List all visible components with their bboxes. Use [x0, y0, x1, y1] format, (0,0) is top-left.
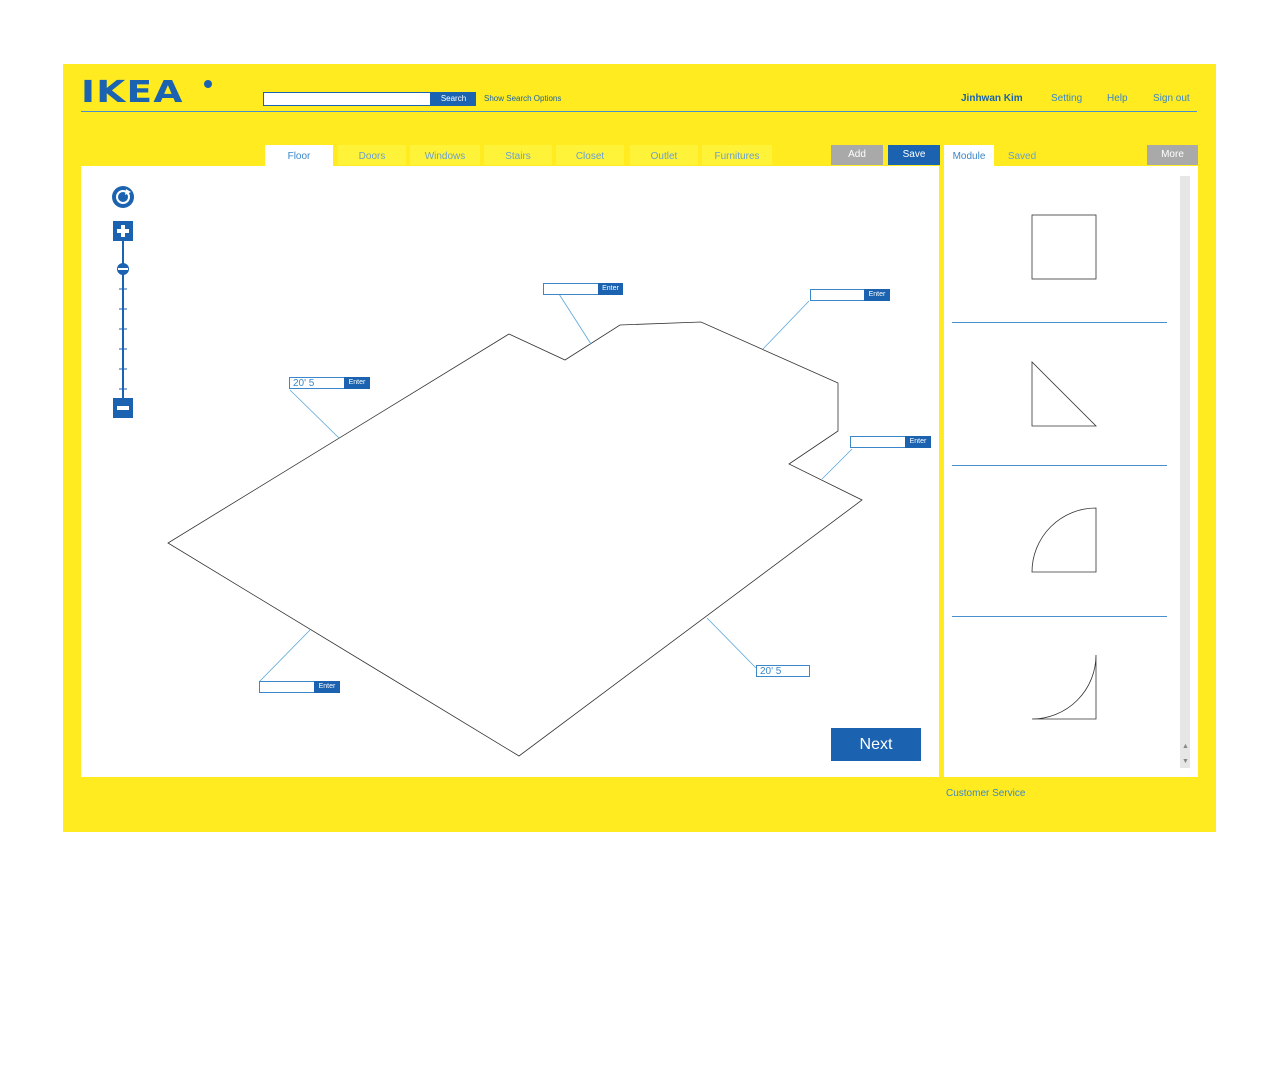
scroll-down-icon[interactable]: ▼	[1182, 758, 1189, 765]
dimension-input[interactable]	[810, 289, 865, 301]
leader-line	[558, 293, 592, 345]
zoom-out-icon[interactable]	[113, 398, 133, 418]
enter-button[interactable]: Enter	[314, 681, 340, 693]
more-button[interactable]: More	[1147, 145, 1198, 165]
scroll-up-icon[interactable]: ▲	[1182, 743, 1189, 750]
enter-button[interactable]: Enter	[598, 283, 623, 295]
dimension-input[interactable]	[259, 681, 315, 693]
dimension-input[interactable]	[850, 436, 906, 448]
zoom-in-icon[interactable]	[113, 221, 133, 241]
tab-windows[interactable]: Windows	[410, 145, 480, 165]
module-panel	[944, 166, 1198, 777]
floor-canvas[interactable]: Enter Enter 20' 5 Enter Enter Enter 20' …	[81, 166, 939, 777]
user-name[interactable]: Jinhwan Kim	[961, 93, 1023, 104]
leader-line	[259, 629, 311, 682]
search-input[interactable]	[263, 92, 431, 106]
floor-outline	[167, 321, 863, 757]
concave-curve-module-icon[interactable]	[1031, 654, 1097, 720]
ikea-logo[interactable]: IKEA	[81, 75, 184, 110]
square-module-icon[interactable]	[1031, 214, 1097, 280]
tab-outlet[interactable]: Outlet	[630, 145, 698, 165]
module-divider	[952, 616, 1167, 617]
leader-line	[706, 617, 757, 669]
sign-out-link[interactable]: Sign out	[1153, 93, 1190, 104]
tab-saved[interactable]: Saved	[1007, 151, 1037, 162]
enter-button[interactable]: Enter	[864, 289, 890, 301]
floor-plan-drawing[interactable]	[81, 166, 939, 777]
module-divider	[952, 465, 1167, 466]
customer-service-link[interactable]: Customer Service	[946, 788, 1026, 799]
search-button[interactable]: Search	[431, 92, 476, 106]
registered-mark-icon	[204, 80, 212, 88]
module-scrollbar[interactable]	[1180, 176, 1190, 768]
show-search-options-link[interactable]: Show Search Options	[484, 94, 562, 103]
triangle-module-icon[interactable]	[1031, 361, 1097, 427]
zoom-controls	[112, 186, 134, 418]
leader-line	[821, 448, 853, 480]
next-button[interactable]: Next	[831, 728, 921, 761]
leader-line	[762, 300, 810, 350]
dimension-input[interactable]: 20' 5	[289, 377, 345, 389]
dimension-input[interactable]	[543, 283, 599, 295]
dimension-input[interactable]: 20' 5	[756, 665, 810, 677]
header-divider	[81, 111, 1197, 112]
refresh-icon[interactable]	[112, 186, 134, 208]
quarter-circle-module-icon[interactable]	[1031, 507, 1097, 573]
help-link[interactable]: Help	[1107, 93, 1128, 104]
module-divider	[952, 322, 1167, 323]
tab-closet[interactable]: Closet	[556, 145, 624, 165]
add-button[interactable]: Add	[831, 145, 883, 165]
leader-line	[289, 389, 340, 439]
tab-module[interactable]: Module	[944, 145, 994, 167]
save-button[interactable]: Save	[888, 145, 940, 165]
enter-button[interactable]: Enter	[344, 377, 370, 389]
zoom-handle-icon[interactable]	[117, 263, 129, 275]
setting-link[interactable]: Setting	[1051, 93, 1083, 104]
module-list	[1031, 214, 1097, 720]
enter-button[interactable]: Enter	[905, 436, 931, 448]
tab-stairs[interactable]: Stairs	[484, 145, 552, 165]
tab-doors[interactable]: Doors	[338, 145, 406, 165]
app-frame: IKEA Search Show Search Options Jinhwan …	[63, 64, 1216, 832]
tab-floor[interactable]: Floor	[265, 145, 333, 167]
tab-furnitures[interactable]: Furnitures	[702, 145, 772, 165]
